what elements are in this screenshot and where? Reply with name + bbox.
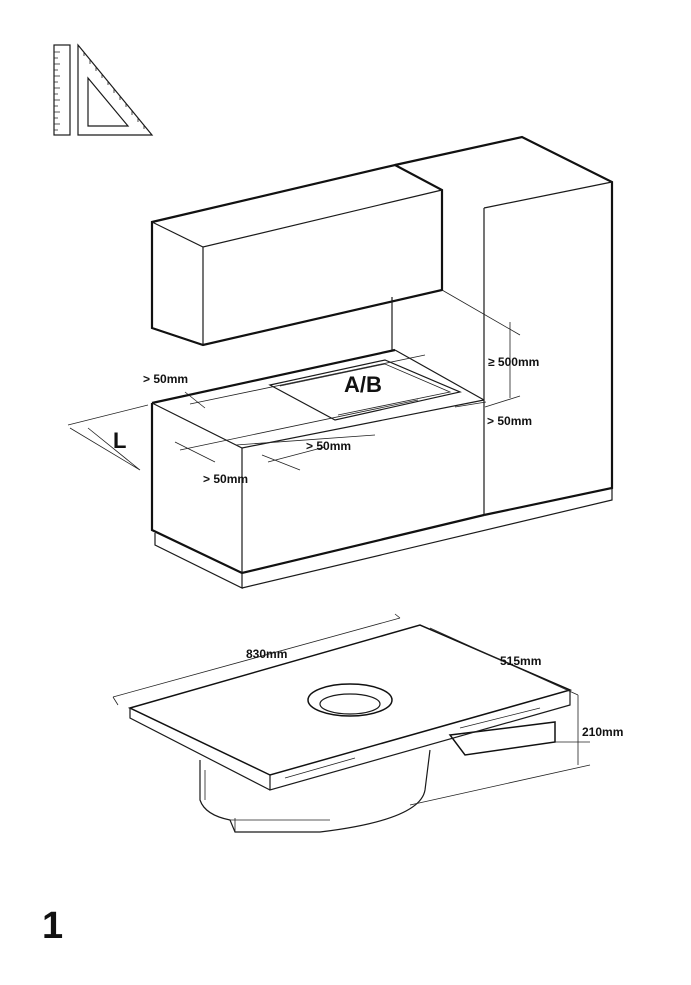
hob-drawing: 830mm 515mm 210mm — [112, 613, 623, 833]
clearance-front-left-label: > 50mm — [203, 472, 248, 486]
hob-depth-label: 515mm — [500, 654, 541, 668]
set-square-icon — [77, 43, 154, 136]
hob-height-label: 210mm — [582, 725, 623, 739]
clearance-height-label: ≥ 500mm — [488, 355, 539, 369]
ruler-icon — [53, 44, 71, 136]
width-label: L — [113, 428, 126, 453]
clearance-right-label: > 50mm — [487, 414, 532, 428]
clearance-top-left-label: > 50mm — [143, 372, 188, 386]
zone-label: A/B — [344, 372, 382, 397]
hob-width-label: 830mm — [246, 647, 287, 661]
kitchen-cabinets: > 50mm > 50mm > 50mm > 50mm ≥ 500mm A/B … — [67, 135, 614, 589]
figure-number: 1 — [42, 905, 64, 947]
clearance-front-middle-label: > 50mm — [306, 439, 351, 453]
